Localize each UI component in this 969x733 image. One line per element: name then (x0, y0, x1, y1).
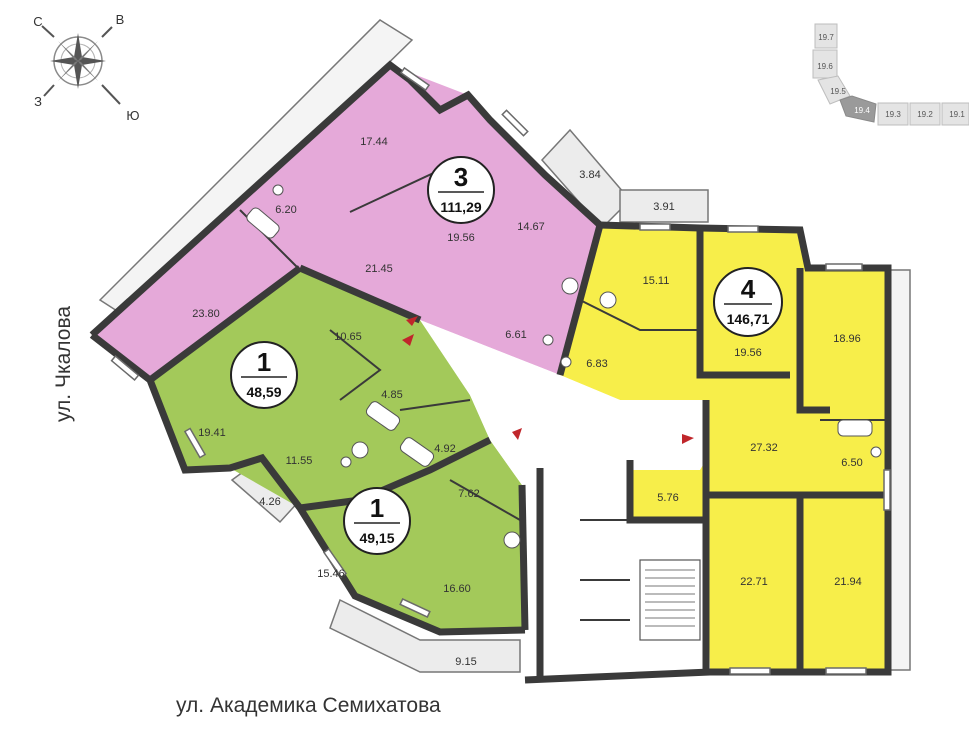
balcony-area-label: 4.26 (259, 496, 280, 508)
room-area-label: 19.56 (447, 232, 475, 244)
apartment-rooms-count: 3 (454, 162, 468, 192)
room-area-label: 14.67 (517, 221, 545, 233)
compass-rose-icon (41, 25, 121, 105)
room-area-label: 6.20 (275, 204, 296, 216)
section-key-label: 19.7 (818, 33, 834, 42)
section-key-map (812, 23, 969, 126)
apartment-total-area: 146,71 (727, 311, 770, 327)
compass-east-label: В (116, 12, 125, 27)
compass-west-label: З (34, 94, 42, 109)
apartment-1b-area (300, 440, 525, 632)
apartment-4-area (560, 225, 888, 672)
room-area-label: 4.92 (434, 443, 455, 455)
apartment-rooms-count: 1 (370, 493, 384, 523)
room-area-label: 4.85 (381, 389, 402, 401)
room-area-label: 19.41 (198, 427, 226, 439)
apartment-rooms-count: 4 (741, 274, 756, 304)
room-area-label: 11.55 (286, 455, 313, 467)
bathroom-fixtures (246, 184, 882, 549)
room-area-label: 17.44 (360, 136, 388, 148)
apartment-3-area (92, 65, 600, 380)
street-name-bottom: ул. Академика Семихатова (176, 694, 441, 717)
compass-south-label: Ю (126, 108, 139, 123)
apartment-badge: 3 111,29 (427, 156, 495, 224)
room-area-label: 10.65 (334, 331, 362, 343)
section-key-label: 19.6 (817, 62, 833, 71)
compass-north-label: С (33, 14, 42, 29)
section-key-label-active: 19.4 (854, 106, 870, 115)
apartment-badge: 1 49,15 (343, 487, 411, 555)
apartment-4-room-area (630, 470, 706, 520)
room-area-label: 15.11 (643, 275, 670, 287)
room-area-label: 6.61 (505, 329, 526, 341)
section-key-label: 19.3 (885, 110, 901, 119)
balcony-area-label: 3.91 (653, 201, 674, 213)
room-area-label: 22.71 (740, 576, 768, 588)
room-area-label: 21.94 (834, 576, 862, 588)
apartment-total-area: 49,15 (359, 530, 394, 546)
apartment-rooms-count: 1 (257, 347, 271, 377)
room-area-label: 21.45 (365, 263, 393, 275)
room-area-label: 27.32 (750, 442, 778, 454)
room-area-label: 18.96 (833, 333, 861, 345)
apartment-total-area: 48,59 (246, 384, 281, 400)
balcony-area-label: 9.15 (455, 656, 476, 668)
room-area-label: 5.76 (657, 492, 678, 504)
section-key-label: 19.2 (917, 110, 933, 119)
windows (110, 66, 891, 675)
room-area-label: 6.50 (841, 457, 862, 469)
balconies (98, 19, 911, 673)
room-area-label: 6.83 (586, 358, 607, 370)
room-area-label: 15.46 (317, 568, 345, 580)
section-key-label: 19.1 (949, 110, 965, 119)
apartment-badge: 1 48,59 (230, 341, 298, 409)
room-area-label: 23.80 (192, 308, 220, 320)
street-name-left: ул. Чкалова (52, 306, 75, 422)
room-area-label: 19.56 (734, 347, 762, 359)
entrance-arrow-icon (402, 316, 694, 444)
apartment-total-area: 111,29 (440, 199, 481, 215)
common-corridor (420, 320, 706, 680)
balcony-area-label: 3.84 (579, 169, 600, 181)
section-key-label: 19.5 (830, 87, 846, 96)
room-area-label: 16.60 (443, 583, 471, 595)
room-area-label: 7.62 (458, 488, 479, 500)
apartment-badge: 4 146,71 (713, 267, 783, 337)
